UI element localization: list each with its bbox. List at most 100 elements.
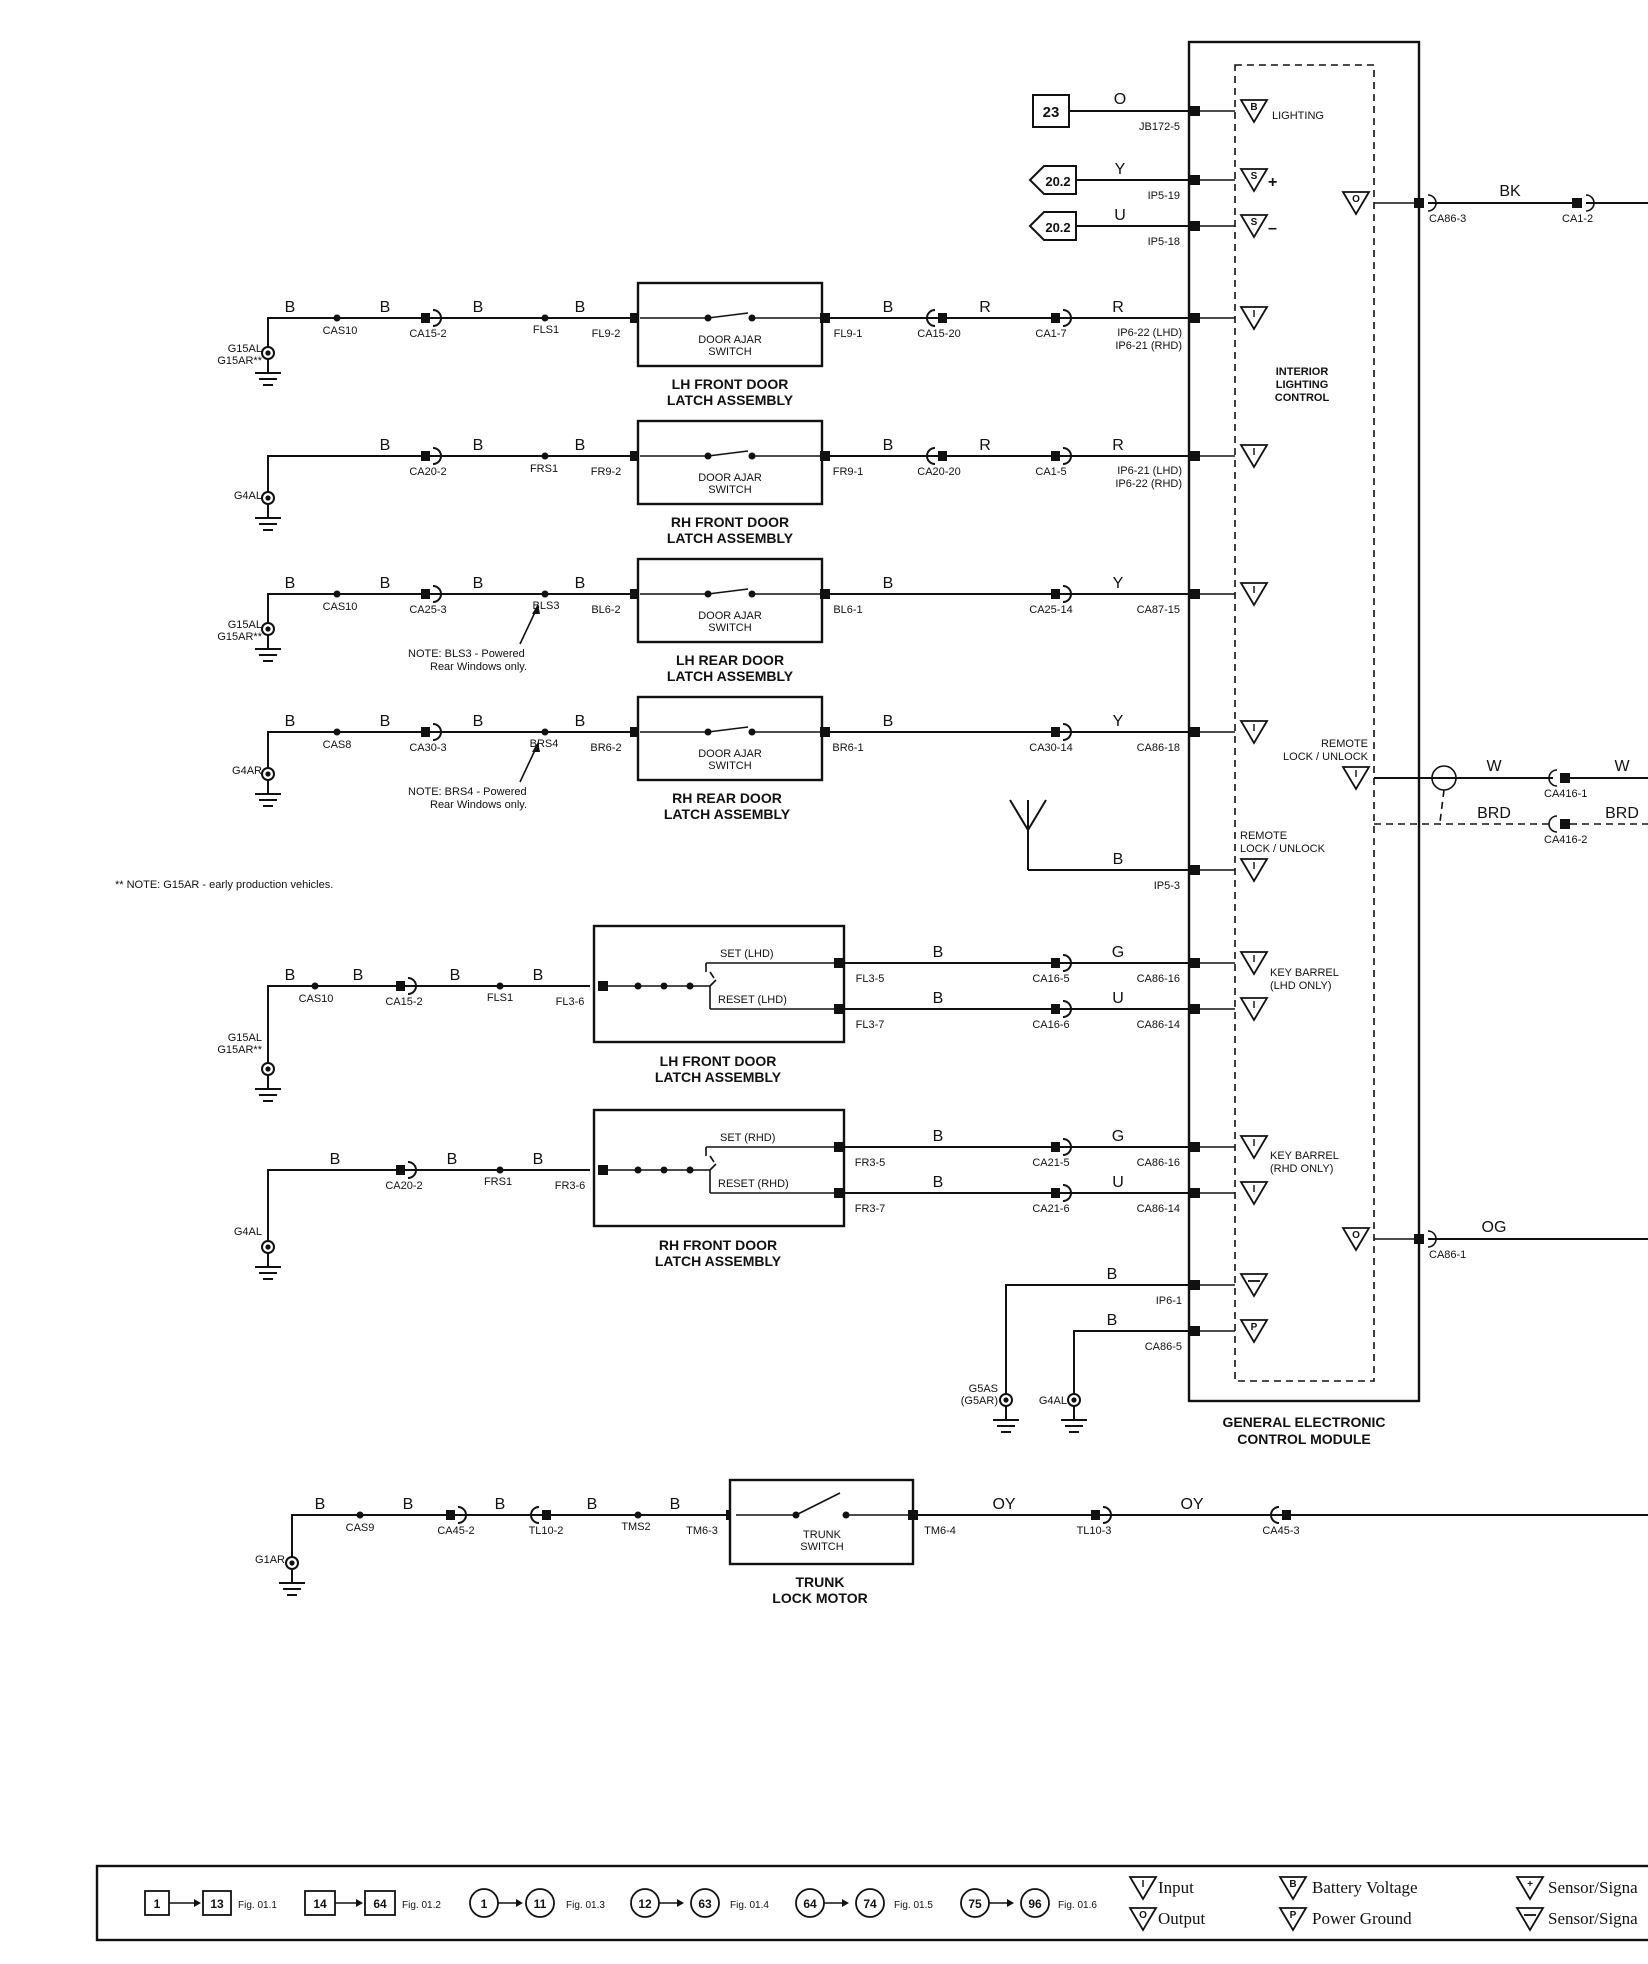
svg-text:B: B [1250,102,1257,113]
svg-text:I: I [1253,309,1256,320]
c4-name-line2: LATCH ASSEMBLY [664,806,791,822]
c1-conn-fl9-1: FL9-1 [834,328,863,340]
pin-ca86-5: CA86-5 [1145,1341,1182,1353]
circuit-rh-front-door-ajar: B B B B R R G4AL CA20-2 FRS1 FR9-2 DOOR … [234,419,1190,546]
c3-note-line1: NOTE: BLS3 - Powered [408,648,525,660]
c5-set-lhd: SET (LHD) [720,948,774,960]
c1-switch-line2: SWITCH [708,346,751,358]
key-barrel-lhd-line1: KEY BARREL [1270,967,1339,979]
c2-conn-fr9-2: FR9-2 [591,466,622,478]
trunk-wire-b4: B [587,1496,598,1513]
c6-splice-frs1: FRS1 [484,1176,512,1188]
c2-pin-ip6-21: IP6-21 (LHD) [1117,465,1182,477]
c2-splice-frs1: FRS1 [530,463,558,475]
c5-wire-g: G [1112,944,1124,961]
c1-wire-b5: B [883,299,894,316]
ground-g4al: G4AL [1039,1395,1067,1407]
svg-text:I: I [1142,1879,1145,1890]
legend-sensor-positive: Sensor/Signa [1548,1878,1638,1897]
c1-splice-cas10: CAS10 [323,325,358,337]
c3-conn-bl6-2: BL6-2 [591,604,620,616]
circuit-rh-front-key-barrel: B B B B B G U G4AL CA20-2 FRS1 FR3-6 SET… [234,1108,1190,1280]
c1-wire-r2: R [1112,299,1124,316]
c4-conn-ca30-3: CA30-3 [409,742,446,754]
c3-wire-b2: B [380,575,391,592]
ref-23: 23 [1043,104,1060,121]
c6-wire-b5: B [933,1128,944,1145]
c5-conn-fl3-7: FL3-7 [856,1019,885,1031]
c3-wire-b5: B [883,575,894,592]
c6-pin-ca86-14: CA86-14 [1137,1203,1180,1215]
trunk-conn-tm6-4: TM6-4 [924,1525,956,1537]
c3-conn-ca25-3: CA25-3 [409,604,446,616]
svg-text:B: B [1289,1879,1296,1890]
c2-pin-ip6-22: IP6-22 (RHD) [1115,478,1182,490]
c5-pin-ca86-14: CA86-14 [1137,1019,1180,1031]
c1-wire-b1: B [285,299,296,316]
c3-name-line2: LATCH ASSEMBLY [667,668,794,684]
c3-ground-g15al: G15AL [228,619,262,631]
legend-ref3a: 1 [481,1897,488,1911]
legend-ref3b: 11 [534,1897,547,1911]
c3-wire-b1: B [285,575,296,592]
wire-color-o: O [1114,91,1126,108]
c5-pin-ca86-16: CA86-16 [1137,973,1180,985]
c5-splice-cas10: CAS10 [299,993,334,1005]
module-outputs: BK CA86-3 CA1-2 OG CA86-1 W W CA416-1 BR… [1374,183,1648,1261]
svg-text:O: O [1352,1230,1360,1241]
c4-switch-line1: DOOR AJAR [698,748,762,760]
legend-fig5: Fig. 01.5 [894,1900,933,1911]
trunk-name-line1: TRUNK [796,1574,845,1590]
trunk-wire-b2: B [403,1496,414,1513]
c2-wire-b3: B [575,437,586,454]
c6-set-rhd: SET (RHD) [720,1132,775,1144]
c2-conn-ca20-2: CA20-2 [409,466,446,478]
c4-wire-b4: B [575,713,586,730]
svg-text:P: P [1290,1910,1297,1921]
c2-name-line1: RH FRONT DOOR [671,514,789,530]
c4-conn-br6-2: BR6-2 [590,742,621,754]
pin-ip5-18: IP5-18 [1148,236,1180,248]
trunk-wire-oy2: OY [1180,1496,1203,1513]
remote-antenna: B IP5-3 [1009,799,1190,892]
c1-pin-ip6-21: IP6-21 (RHD) [1115,340,1182,352]
svg-text:I: I [1253,723,1256,734]
svg-text:S: S [1251,217,1258,228]
c2-conn-fr9-1: FR9-1 [833,466,864,478]
wire-color-y: Y [1115,161,1126,178]
legend-output: Output [1158,1909,1206,1928]
legend-fig1: Fig. 01.1 [238,1900,277,1911]
c2-ground-g4al: G4AL [234,490,262,502]
c6-wire-b1: B [330,1151,341,1168]
pin-ca1-2: CA1-2 [1562,213,1593,225]
c5-wire-b6: B [933,990,944,1007]
c1-conn-ca15-20: CA15-20 [917,328,960,340]
pin-ip5-19: IP5-19 [1148,190,1180,202]
trunk-conn-tl10-3: TL10-3 [1077,1525,1112,1537]
c3-switch-line1: DOOR AJAR [698,610,762,622]
wire-color-u: U [1114,207,1126,224]
c5-wire-b4: B [533,967,544,984]
pin-ca86-3: CA86-3 [1429,213,1466,225]
trunk-wire-b1: B [315,1496,326,1513]
legend: 1 13 Fig. 01.1 14 64 Fig. 01.2 1 11 Fig.… [95,1864,1648,1942]
c4-conn-br6-1: BR6-1 [832,742,863,754]
c6-conn-fr3-5: FR3-5 [855,1157,886,1169]
svg-text:I: I [1253,1184,1256,1195]
interior-lighting-line3: CONTROL [1275,392,1330,404]
c3-wire-y: Y [1113,575,1124,592]
trunk-ground-g1ar: G1AR [255,1554,285,1566]
c5-name-line2: LATCH ASSEMBLY [655,1069,782,1085]
key-barrel-rhd-line1: KEY BARREL [1270,1150,1339,1162]
svg-text:I: I [1253,447,1256,458]
ref-20-2b: 20.2 [1045,220,1070,235]
module-pins: B S + S – I I I I I I I I I P O O I [1190,99,1370,1343]
wire-color-brd1: BRD [1477,805,1511,822]
c5-splice-fls1: FLS1 [487,992,513,1004]
c6-wire-b2: B [447,1151,458,1168]
c3-wire-b3: B [473,575,484,592]
c1-ground-g15al: G15AL [228,343,262,355]
gnd-wire-b1: B [1107,1266,1118,1283]
c4-ground-g4ar: G4AR [232,765,262,777]
c6-ground-g4al: G4AL [234,1226,262,1238]
